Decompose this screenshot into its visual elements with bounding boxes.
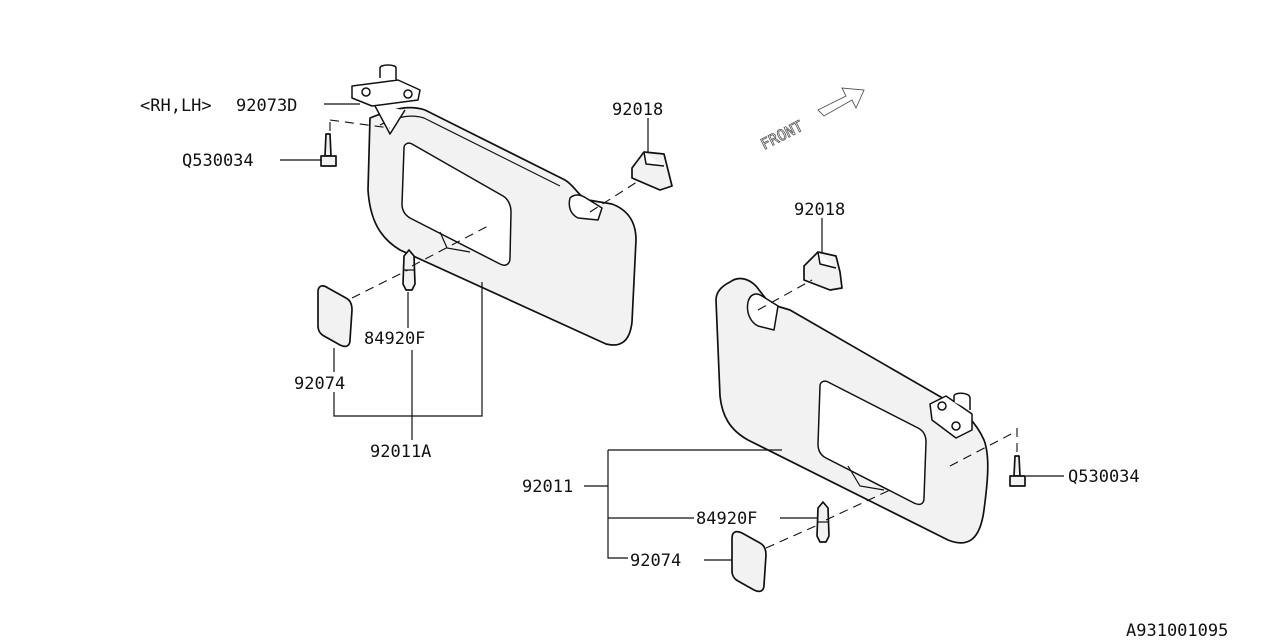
left-clip-92018: [631, 151, 673, 191]
label-84920f-left: 84920F: [364, 329, 425, 349]
leader-lines: [280, 103, 1064, 561]
right-clip-92018: [803, 251, 843, 291]
label-92018-top: 92018: [612, 100, 663, 120]
left-bulb: [402, 249, 416, 291]
label-84920f-right: 84920F: [696, 509, 757, 529]
left-lens: [317, 285, 353, 348]
label-92011a: 92011A: [370, 442, 431, 462]
front-arrow-icon: FRONT: [757, 87, 865, 154]
label-92073d: 92073D: [236, 96, 297, 116]
label-92074-left: 92074: [294, 374, 345, 394]
left-screw: [320, 133, 337, 167]
right-screw: [1009, 455, 1026, 487]
right-sun-visor: [715, 277, 989, 544]
label-92074-right: 92074: [630, 551, 681, 571]
label-q530034-right: Q530034: [1068, 467, 1140, 487]
left-sun-visor: [351, 64, 637, 346]
label-92018-right: 92018: [794, 200, 845, 220]
label-92011: 92011: [522, 477, 573, 497]
diagram-id: A931001095: [1126, 621, 1228, 640]
right-bulb: [816, 501, 830, 543]
label-q530034-left: Q530034: [182, 151, 254, 171]
front-label: FRONT: [758, 117, 806, 154]
right-lens: [731, 530, 767, 593]
label-rh-lh: <RH,LH>: [140, 96, 212, 116]
